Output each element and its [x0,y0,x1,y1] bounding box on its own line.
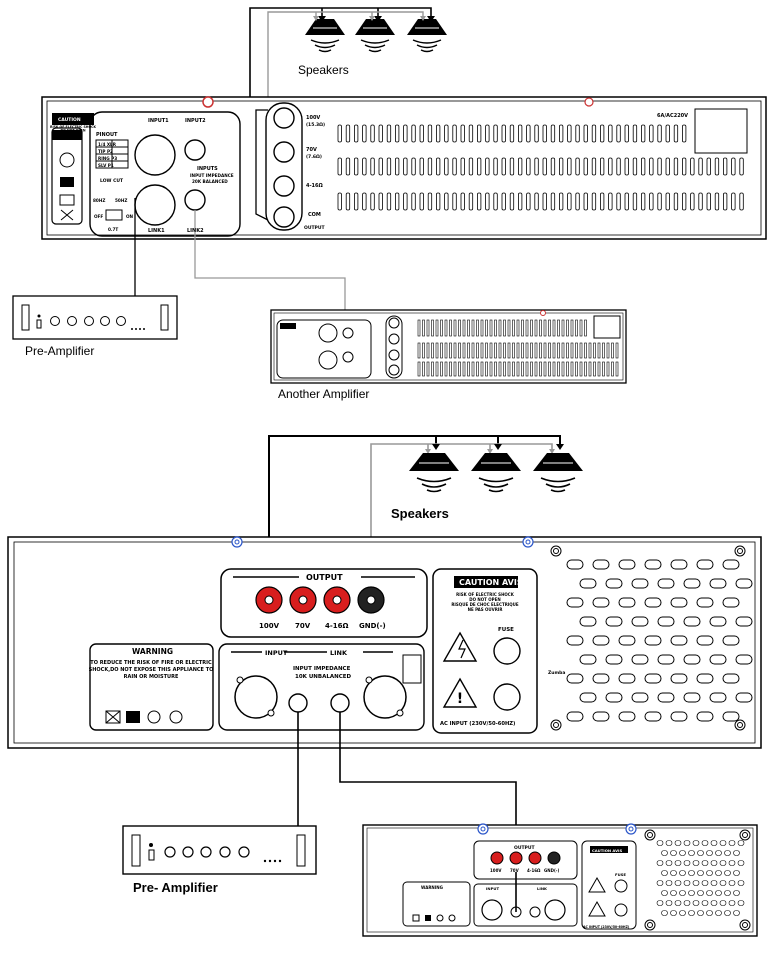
amp1-link2-label: LINK2 [187,228,204,234]
amp2-model-mark: Zumba [548,670,565,676]
amp1-switch-on: ON [126,214,134,219]
amp1-tap-4-16: 4-16Ω [306,183,324,189]
amp2-ac-input: AC INPUT (230V/50-60HZ) [440,721,515,727]
amp1-low-cut-50: 50HZ [115,198,127,203]
amp1-pinout-row: SLV P1 [98,163,114,168]
small-amp-input: INPUT [486,886,499,891]
amp1-pinout-row: 1/4 XLR [98,142,117,147]
amp1-tap-70v: 70V [306,147,317,153]
amp1-tap-com: COM [308,212,321,218]
amp1-input2-label: INPUT2 [185,118,206,124]
pre-amplifier-top-label: Pre-Amplifier [25,344,95,358]
speaker-icon [408,452,584,493]
amp1-low-cut-80: 80HZ [93,198,105,203]
amp1-pinout-label: PINOUT [96,132,118,138]
another-amplifier-vents [417,319,619,377]
amp1-switch-off: OFF [94,214,103,219]
small-amp-output: OUTPUT [514,845,536,851]
amp1-input1-label: INPUT1 [148,118,169,124]
amp1-tap-100v-ohm: (15.3Ω) [306,122,325,128]
amplifier-2-vents [566,559,753,722]
amp1-caution: CAUTION [58,117,81,123]
amp1-impedance-value: 20K BALANCED [192,179,228,184]
amp1-inputs-label: INPUTS [197,166,218,172]
amp2-link-label: LINK [330,649,348,657]
another-amplifier [270,309,627,384]
amplifier-1-vents [337,124,744,211]
small-amp-caution-avis: CAUTION AVIS [592,848,622,853]
speaker-icon [304,18,448,53]
amp1-power-rating: 6A/AC220V [657,113,688,119]
amp2-tap-70v: 70V [295,622,311,630]
small-amp-tap-100v: 100V [490,868,502,873]
small-amp-tap-gnd: GND(-) [544,868,559,873]
amplifier-2-rear-panel: ! [7,536,762,749]
another-amplifier-label: Another Amplifier [278,387,370,401]
small-amp-ac-input: AC INPUT (230V/50-60HZ) [583,925,630,929]
amp2-tap-4-16: 4-16Ω [325,622,349,630]
svg-text:!: ! [457,691,463,707]
small-amp-warning: WARNING [421,885,443,890]
amp1-tap-100v: 100V [306,115,320,121]
amp1-link1-label: LINK1 [148,228,165,234]
pre-amplifier-bottom-label: Pre- Amplifier [133,880,218,895]
amp2-tap-100v: 100V [259,622,280,630]
amp2-input-label: INPUT [265,649,288,657]
small-amp-fuse: FUSE [615,872,626,877]
speakers-top-label: Speakers [298,63,349,77]
amp1-impedance-label: INPUT IMPEDANCE [190,173,234,178]
speakers-bottom-label: Speakers [391,506,449,521]
amp1-low-cut: LOW CUT [100,178,124,184]
amp1-fuse-value: 0.7T [108,227,118,232]
amp2-impedance-label: INPUT IMPEDANCE [293,666,351,672]
amp2-fuse-label: FUSE [498,627,514,633]
amp1-pinout-row: TIP P2 [98,149,113,154]
small-amp-tap-4-16: 4-16Ω [527,868,541,873]
amp2-impedance-value: 10K UNBALANCED [295,674,352,680]
pre-amplifier-2 [122,825,317,875]
small-amp-link: LINK [537,886,548,891]
amp2-warning: WARNING [132,647,173,656]
amp1-tap-70v-ohm: (7.6Ω) [306,154,322,160]
amp2-output-label: OUTPUT [306,573,343,582]
top-speaker-wiring-gray [267,11,424,110]
small-amplifier-bottom [362,823,758,937]
pre-amplifier-1 [12,295,178,340]
amp2-tap-gnd: GND(-) [359,622,386,630]
small-amplifier-vents [656,840,745,916]
amp2-caution-avis: CAUTION AVIS [459,578,523,587]
amp1-output-label: OUTPUT [304,225,326,231]
small-amp-tap-70v: 70V [510,868,520,873]
amp1-pinout-row: RING P3 [98,156,117,161]
